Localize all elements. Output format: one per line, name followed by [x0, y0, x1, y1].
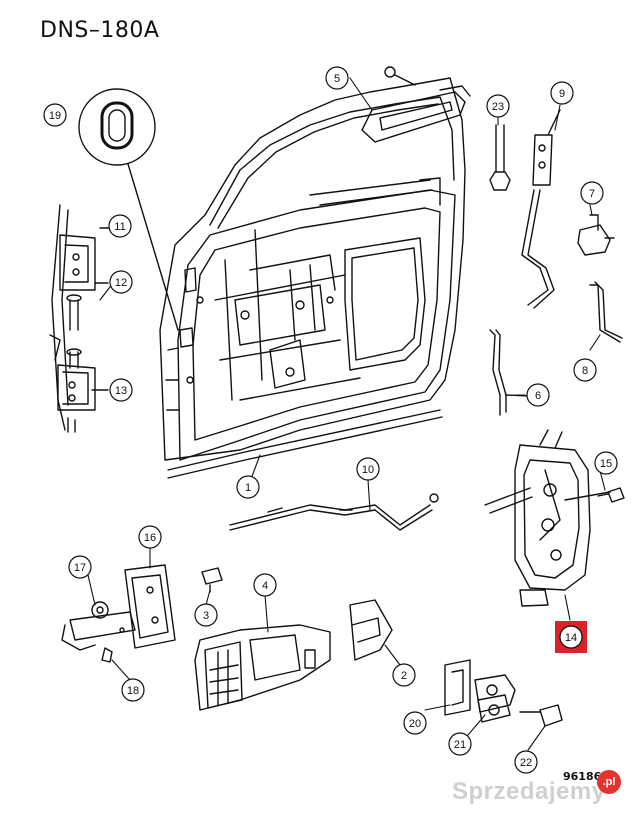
screw-3-drawing [201, 567, 223, 593]
svg-text:18: 18 [127, 685, 139, 697]
callout-8: 8 [573, 358, 597, 382]
svg-text:17: 17 [74, 562, 86, 574]
callout-22: 22 [514, 750, 538, 774]
svg-text:21: 21 [454, 739, 466, 751]
svg-text:14: 14 [565, 632, 577, 644]
callouts: 1 2 3 4 5 6 7 8 9 10 11 12 13 14 15 16 1… [43, 66, 618, 774]
rod-6-drawing [489, 329, 531, 416]
door-shell-drawing [159, 77, 466, 479]
callout-19: 19 [43, 103, 67, 127]
callout-20: 20 [403, 711, 427, 735]
striker-21-drawing [474, 674, 516, 723]
svg-text:7: 7 [589, 188, 595, 200]
trim-bezel-4-drawing [194, 624, 331, 711]
svg-text:15: 15 [600, 458, 612, 470]
callout-7: 7 [580, 181, 604, 205]
callout-21: 21 [448, 732, 472, 756]
svg-text:16: 16 [144, 532, 156, 544]
svg-text:8: 8 [582, 365, 588, 377]
svg-text:9: 9 [559, 88, 565, 100]
watermark-text: Sprzedajemy [452, 778, 606, 805]
callout-10: 10 [356, 457, 380, 481]
svg-text:22: 22 [520, 757, 532, 769]
callout-17: 17 [68, 555, 92, 579]
callout-3: 3 [194, 603, 218, 627]
svg-text:23: 23 [492, 101, 504, 113]
bumper-23-drawing [489, 124, 511, 191]
svg-text:11: 11 [114, 221, 125, 233]
watermark-badge: .pl [597, 770, 621, 794]
bolt-22-drawing [519, 704, 563, 727]
svg-text:5: 5 [334, 73, 340, 85]
svg-text:20: 20 [409, 718, 421, 730]
diagram-code: 96186 [563, 770, 602, 783]
handle-bezel-2-drawing [349, 599, 393, 661]
lock-rod-9-drawing [521, 109, 561, 309]
svg-text:1: 1 [245, 482, 251, 494]
screw-15-drawing [597, 487, 625, 503]
clip-7-drawing [577, 214, 615, 256]
callout-1: 1 [236, 475, 260, 499]
callout-11: 11 [108, 214, 132, 238]
grommet-19-drawing [78, 88, 179, 331]
callout-12: 12 [109, 270, 133, 294]
callout-16: 16 [138, 525, 162, 549]
callout-4: 4 [253, 573, 277, 597]
door-latch-14-drawing [484, 429, 611, 607]
check-strap-16-drawing [61, 564, 176, 663]
svg-text:13: 13 [115, 385, 127, 397]
svg-text:2: 2 [401, 670, 407, 682]
svg-text:6: 6 [535, 390, 541, 402]
leader-lines [87, 77, 606, 751]
callout-5: 5 [325, 66, 349, 90]
callout-18: 18 [121, 678, 145, 702]
svg-text:19: 19 [49, 110, 61, 122]
svg-text:3: 3 [203, 610, 209, 622]
cable-10-drawing [229, 493, 439, 531]
svg-text:10: 10 [362, 464, 374, 476]
callout-14-highlighted: 14 [555, 621, 587, 653]
callout-15: 15 [594, 451, 618, 475]
callout-9: 9 [550, 81, 574, 105]
striker-20-drawing [444, 659, 471, 716]
diagram-title: DNS–180A [40, 18, 160, 43]
svg-text:4: 4 [262, 580, 268, 592]
callout-23: 23 [486, 94, 510, 118]
callout-2: 2 [392, 663, 416, 687]
hinge-assembly-drawing [49, 204, 111, 433]
outside-handle-5-drawing [361, 66, 471, 143]
rod-8-drawing [589, 281, 623, 343]
callout-13: 13 [109, 378, 133, 402]
svg-text:12: 12 [115, 277, 127, 289]
callout-6: 6 [526, 383, 550, 407]
